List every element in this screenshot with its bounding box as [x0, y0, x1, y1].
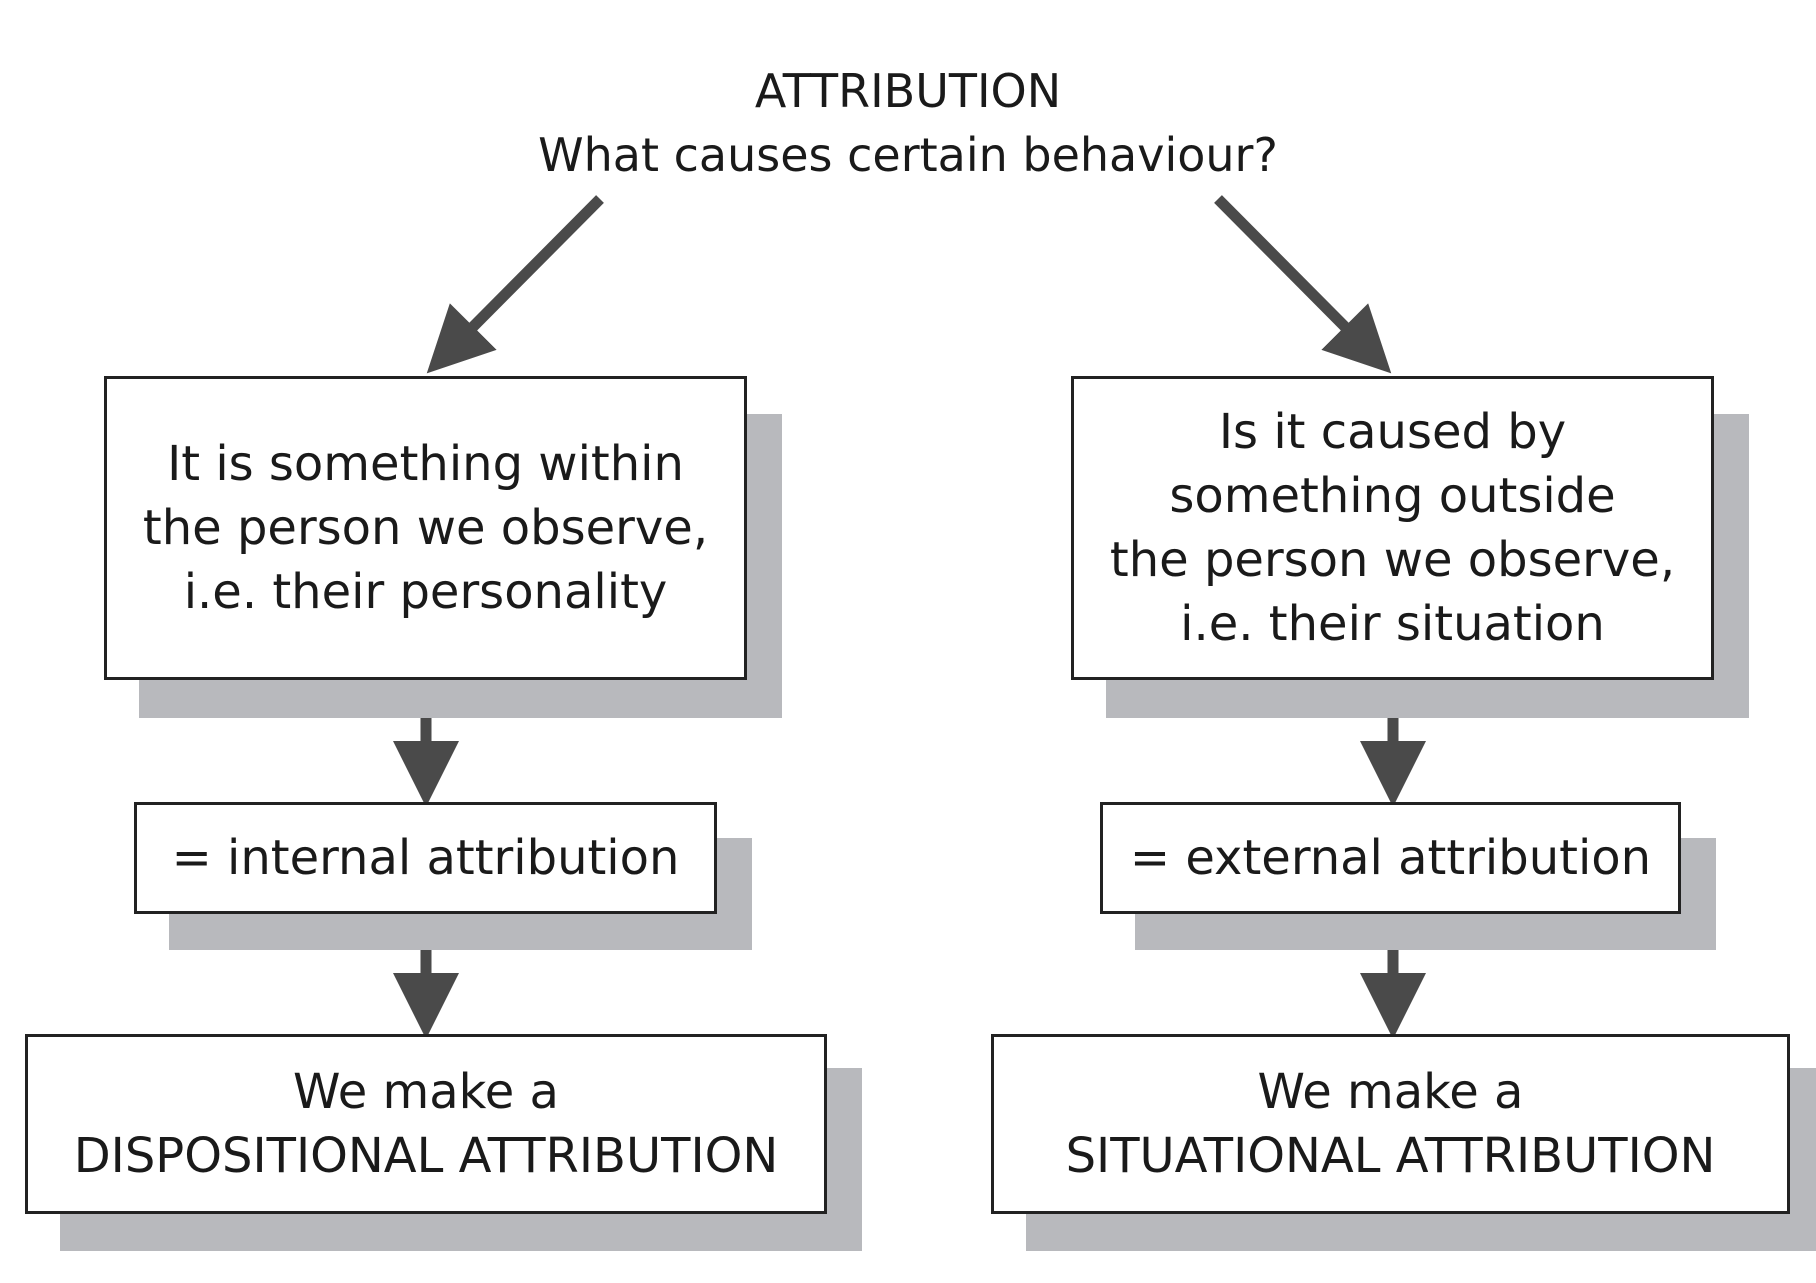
external-cause-box: Is it caused by something outside the pe…: [1071, 376, 1714, 680]
box-text: = external attribution: [1129, 830, 1652, 886]
box-text: SITUATIONAL ATTRIBUTION: [1065, 1128, 1716, 1184]
internal-cause-box: It is something within the person we obs…: [104, 376, 747, 680]
box-text: i.e. their personality: [183, 564, 668, 620]
box-text: = internal attribution: [171, 830, 680, 886]
box-text: something outside: [1169, 468, 1616, 524]
situational-result-box: We make a SITUATIONAL ATTRIBUTION: [991, 1034, 1790, 1214]
dispositional-result-box: We make a DISPOSITIONAL ATTRIBUTION: [25, 1034, 827, 1214]
box-text: We make a: [293, 1064, 559, 1120]
diagram-title: ATTRIBUTION: [754, 64, 1062, 118]
diagram-question: What causes certain behaviour?: [538, 128, 1278, 182]
external-attribution-box: = external attribution: [1100, 802, 1681, 914]
box-text: It is something within: [167, 436, 684, 492]
box-text: DISPOSITIONAL ATTRIBUTION: [73, 1128, 779, 1184]
arrow-to-internal: [426, 195, 604, 374]
box-text: Is it caused by: [1218, 404, 1567, 460]
box-text: We make a: [1257, 1064, 1524, 1120]
box-text: i.e. their situation: [1180, 596, 1605, 652]
box-text: the person we observe,: [1109, 532, 1676, 588]
internal-attribution-box: = internal attribution: [134, 802, 717, 914]
box-text: the person we observe,: [142, 500, 709, 556]
arrow-to-external: [1214, 195, 1392, 374]
